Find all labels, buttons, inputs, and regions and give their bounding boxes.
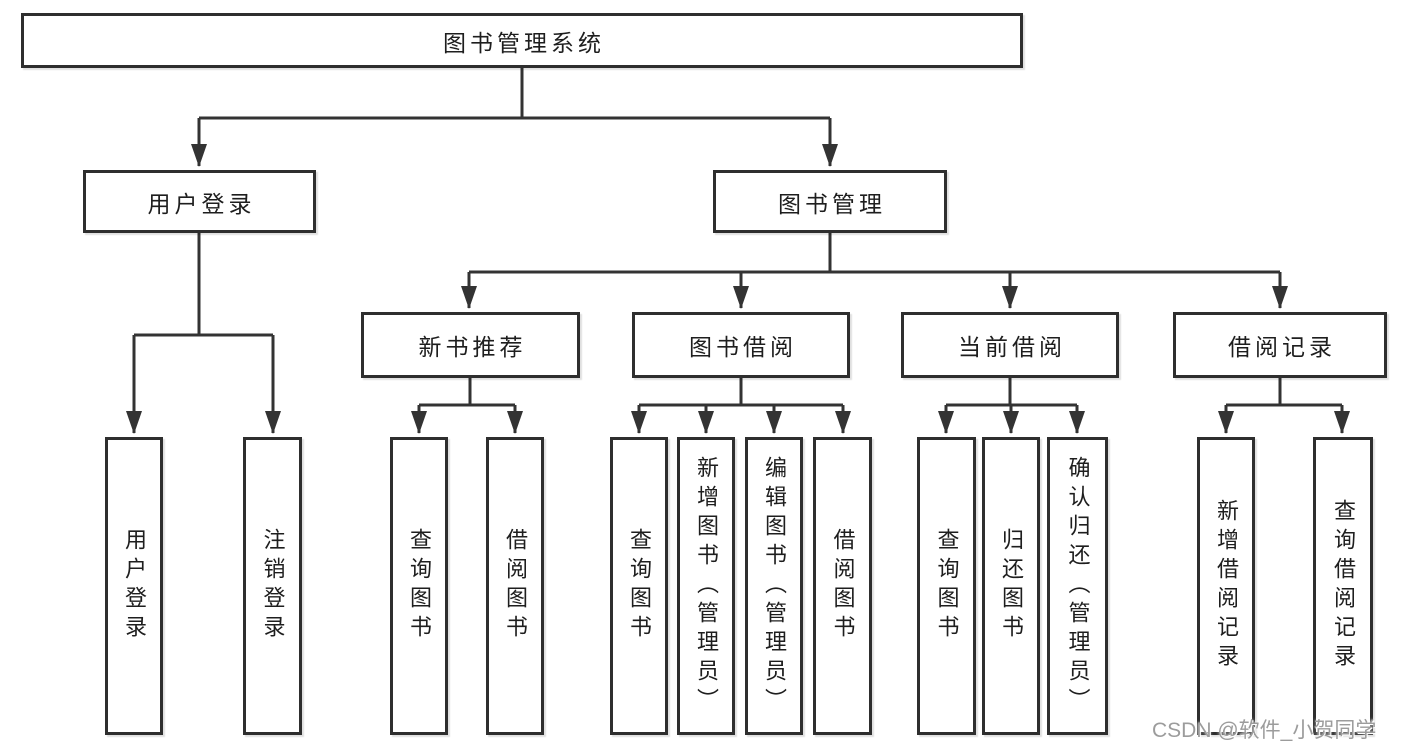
- node-user-login-label: 用户登录: [147, 190, 256, 217]
- node-new-book-recommend: 新书推荐: [361, 312, 580, 378]
- leaf-record-add-record: 新增借阅记录: [1197, 437, 1255, 735]
- leaf-current-confirm-return-admin-label: 确认归还（管理员）: [1065, 455, 1091, 717]
- leaf-newrec-query-book-label: 查询图书: [407, 528, 432, 644]
- leaf-borrow-query-book: 查询图书: [610, 437, 668, 735]
- node-borrow-record: 借阅记录: [1173, 312, 1387, 378]
- leaf-newrec-borrow-book-label: 借阅图书: [503, 528, 528, 644]
- leaf-borrow-borrow-book: 借阅图书: [813, 437, 872, 735]
- node-user-login: 用户登录: [83, 170, 316, 233]
- leaf-current-query-book: 查询图书: [917, 437, 976, 735]
- leaf-logout-login-label: 注销登录: [260, 528, 286, 644]
- node-root-label: 图书管理系统: [443, 29, 605, 56]
- leaf-borrow-edit-book-admin: 编辑图书（管理员）: [745, 437, 803, 735]
- leaf-logout-login: 注销登录: [243, 437, 302, 735]
- leaf-user-login: 用户登录: [105, 437, 163, 735]
- node-book-management-label: 图书管理: [778, 190, 886, 217]
- leaf-record-query-record-label: 查询借阅记录: [1331, 499, 1356, 673]
- node-book-management: 图书管理: [713, 170, 947, 233]
- leaf-record-query-record: 查询借阅记录: [1313, 437, 1373, 735]
- node-root: 图书管理系统: [21, 13, 1023, 68]
- leaf-current-return-book-label: 归还图书: [999, 528, 1024, 644]
- node-borrow-record-label: 借阅记录: [1228, 334, 1336, 360]
- node-current-borrow: 当前借阅: [901, 312, 1119, 378]
- leaf-current-query-book-label: 查询图书: [934, 528, 960, 644]
- node-book-borrow: 图书借阅: [632, 312, 850, 378]
- leaf-current-return-book: 归还图书: [982, 437, 1040, 735]
- leaf-borrow-query-book-label: 查询图书: [627, 528, 652, 644]
- leaf-record-add-record-label: 新增借阅记录: [1214, 499, 1239, 673]
- node-new-book-recommend-label: 新书推荐: [418, 334, 527, 360]
- leaf-borrow-add-book-admin-label: 新增图书（管理员）: [694, 455, 719, 717]
- leaf-newrec-borrow-book: 借阅图书: [486, 437, 544, 735]
- leaf-current-confirm-return-admin: 确认归还（管理员）: [1047, 437, 1108, 735]
- leaf-user-login-label: 用户登录: [122, 528, 147, 644]
- leaf-borrow-edit-book-admin-label: 编辑图书（管理员）: [762, 455, 787, 717]
- leaf-newrec-query-book: 查询图书: [390, 437, 448, 735]
- leaf-borrow-add-book-admin: 新增图书（管理员）: [677, 437, 735, 735]
- leaf-borrow-borrow-book-label: 借阅图书: [830, 528, 856, 644]
- node-current-borrow-label: 当前借阅: [958, 334, 1066, 360]
- node-book-borrow-label: 图书借阅: [689, 334, 797, 360]
- watermark: CSDN @软件_小贺同学: [1152, 719, 1377, 742]
